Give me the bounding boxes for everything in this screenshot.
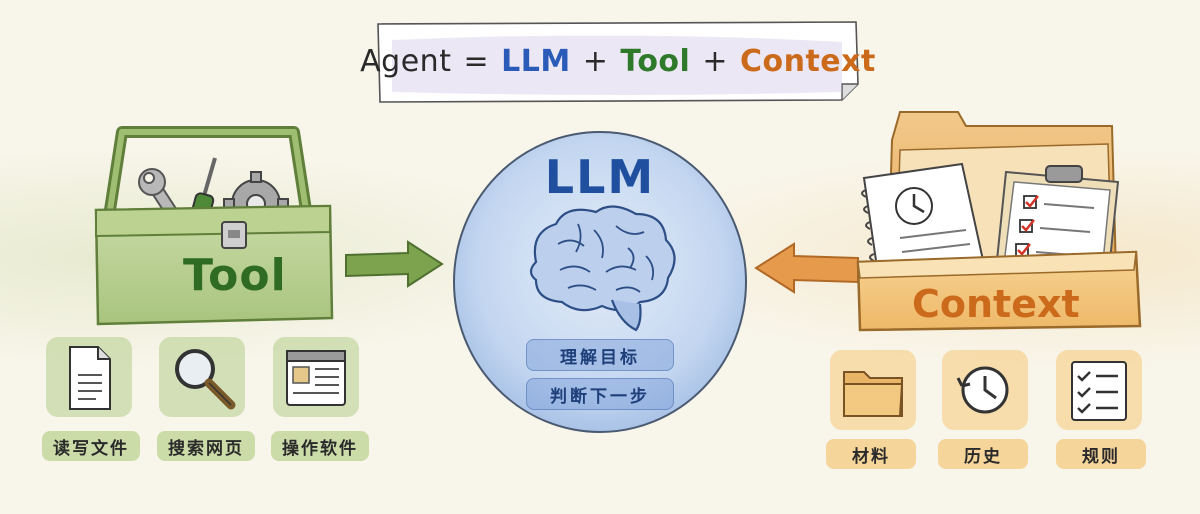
formula-llm: LLM bbox=[501, 43, 571, 79]
formula-equals: = bbox=[463, 43, 490, 79]
tool-item-tile-software bbox=[273, 337, 359, 417]
formula-banner bbox=[377, 21, 859, 103]
formula-tool: Tool bbox=[620, 43, 691, 79]
tool-item-label-files: 读写文件 bbox=[42, 431, 140, 461]
formula-plus-2: + bbox=[702, 43, 728, 79]
checklist-icon bbox=[1071, 361, 1127, 421]
context-item-label-rules: 规则 bbox=[1056, 439, 1146, 469]
brain-icon bbox=[529, 205, 676, 332]
tool-item-tile-search bbox=[159, 337, 245, 417]
tool-item-tile-files bbox=[46, 337, 132, 417]
context-item-label-materials: 材料 bbox=[826, 439, 916, 469]
context-to-llm-arrow bbox=[754, 242, 859, 294]
folder-icon bbox=[843, 371, 904, 417]
context-item-tile-history bbox=[942, 350, 1028, 430]
context-title: Context bbox=[912, 282, 1080, 326]
window-icon bbox=[286, 350, 346, 406]
context-item-tile-materials bbox=[830, 350, 916, 430]
notebook-clock-icon bbox=[861, 162, 988, 290]
context-item-tile-rules bbox=[1056, 350, 1142, 430]
tool-to-llm-arrow bbox=[345, 240, 444, 288]
tool-title: Tool bbox=[183, 250, 287, 301]
llm-chip-decide-next-step: 判断下一步 bbox=[526, 378, 674, 410]
formula-context: Context bbox=[739, 43, 876, 79]
formula-agent: Agent bbox=[360, 43, 452, 79]
tool-item-label-search: 搜索网页 bbox=[157, 431, 255, 461]
agent-formula: Agent = LLM + Tool + Context bbox=[360, 22, 875, 100]
tool-item-label-software: 操作软件 bbox=[271, 431, 369, 461]
magnifier-icon bbox=[175, 349, 236, 410]
history-clock-icon bbox=[956, 366, 1009, 414]
context-item-label-history: 历史 bbox=[938, 439, 1028, 469]
context-folder-illustration bbox=[856, 111, 1142, 332]
toolbox-illustration bbox=[94, 126, 334, 326]
formula-plus-1: + bbox=[582, 43, 609, 79]
llm-title: LLM bbox=[544, 150, 656, 204]
llm-chip-understand-goal: 理解目标 bbox=[526, 339, 674, 371]
document-icon bbox=[69, 346, 111, 410]
